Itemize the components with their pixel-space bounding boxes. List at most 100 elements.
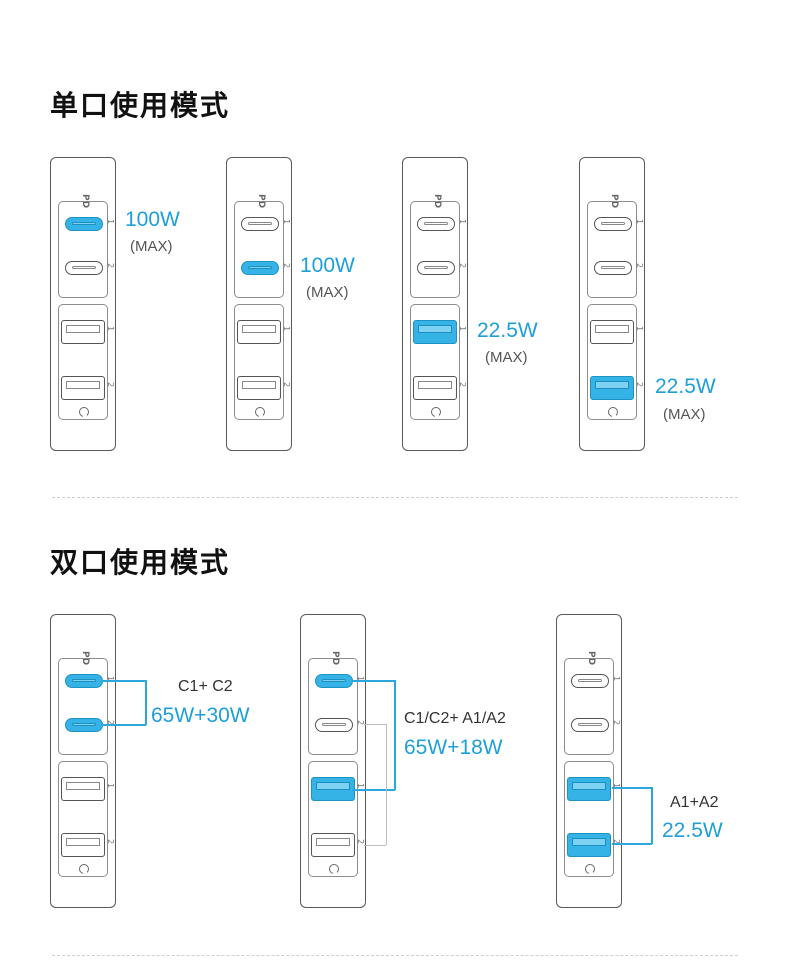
usbc-port-1 [65,217,103,231]
port-number: 1 [635,325,645,332]
charger-device-c1: PD 1 2 1 2 [50,157,116,451]
usbc-port-1 [241,217,279,231]
charger-device-c-a: PD 1 2 1 2 [300,614,366,908]
combo-power-label: 22.5W [662,819,723,842]
combo-power-label: 65W+30W [151,704,250,727]
port-number: 2 [612,719,622,726]
connector-line [102,680,146,682]
usba-port-1 [311,777,355,801]
port-number: 1 [612,675,622,682]
usbc-port-1 [571,674,609,688]
charger-device-c1-c2: PD 1 2 1 2 [50,614,116,908]
usbc-panel [564,658,614,755]
connector-line [352,680,395,682]
usba-port-2 [61,376,105,400]
connector-line-alt [386,724,387,845]
quick-charge-icon [255,407,265,418]
usbc-port-2 [417,261,455,275]
connector-line [612,787,652,789]
usba-port-2 [567,833,611,857]
connector-line [352,789,395,791]
connector-line [102,724,146,726]
usba-port-1 [61,320,105,344]
usba-panel [308,761,358,877]
port-number: 1 [106,325,116,332]
usbc-port-2 [315,718,353,732]
usbc-panel [234,201,284,298]
port-number: 1 [282,218,292,225]
usba-port-1 [567,777,611,801]
combo-ports-label: C1+ C2 [178,678,233,695]
connector-line [651,787,653,844]
quick-charge-icon [79,864,89,875]
usbc-panel [410,201,460,298]
usbc-port-2 [594,261,632,275]
quick-charge-icon [608,407,618,418]
section-divider [52,955,738,956]
usba-port-1 [237,320,281,344]
power-label: 22.5W [655,375,716,398]
port-number: 1 [356,782,366,789]
usbc-port-2 [571,718,609,732]
connector-line [612,843,652,845]
single-mode-title: 单口使用模式 [50,89,231,122]
usbc-port-2 [241,261,279,275]
port-number: 2 [458,381,468,388]
usba-port-2 [413,376,457,400]
connector-line [394,680,396,790]
usba-panel [564,761,614,877]
usbc-port-2 [65,261,103,275]
usbc-port-1 [65,674,103,688]
combo-ports-label: C1/C2+ A1/A2 [404,710,506,727]
usba-panel [234,304,284,420]
max-label: (MAX) [306,284,349,301]
port-number: 2 [635,262,645,269]
usbc-panel [587,201,637,298]
port-number: 2 [282,381,292,388]
quick-charge-icon [329,864,339,875]
usbc-panel [58,201,108,298]
quick-charge-icon [585,864,595,875]
usba-panel [410,304,460,420]
charger-device-a2: PD 1 2 1 2 [579,157,645,451]
charger-device-a1: PD 1 2 1 2 [402,157,468,451]
connector-line-alt [364,724,386,725]
port-number: 2 [106,381,116,388]
port-number: 1 [106,218,116,225]
port-number: 2 [106,262,116,269]
quick-charge-icon [79,407,89,418]
usba-port-1 [590,320,634,344]
max-label: (MAX) [485,349,528,366]
usbc-panel [308,658,358,755]
section-divider [52,497,738,498]
connector-line [145,680,147,725]
usbc-panel [58,658,108,755]
quick-charge-icon [431,407,441,418]
power-label: 100W [125,208,180,231]
port-number: 1 [282,325,292,332]
port-number: 2 [282,262,292,269]
usba-panel [58,761,108,877]
combo-ports-label: A1+A2 [670,794,719,811]
usba-port-2 [237,376,281,400]
port-number: 1 [458,325,468,332]
connector-line-alt [364,845,386,846]
usbc-port-1 [594,217,632,231]
port-number: 2 [356,838,366,845]
usbc-port-1 [315,674,353,688]
port-number: 2 [106,838,116,845]
charger-device-a1-a2: PD 1 2 1 2 [556,614,622,908]
power-label: 100W [300,254,355,277]
usbc-port-1 [417,217,455,231]
usba-port-2 [61,833,105,857]
port-number: 2 [635,381,645,388]
combo-power-label: 65W+18W [404,736,503,759]
usba-port-2 [590,376,634,400]
usba-panel [58,304,108,420]
usba-port-1 [61,777,105,801]
port-number: 1 [635,218,645,225]
power-label: 22.5W [477,319,538,342]
port-number: 1 [106,782,116,789]
port-number: 2 [458,262,468,269]
charger-device-c2: PD 1 2 1 2 [226,157,292,451]
